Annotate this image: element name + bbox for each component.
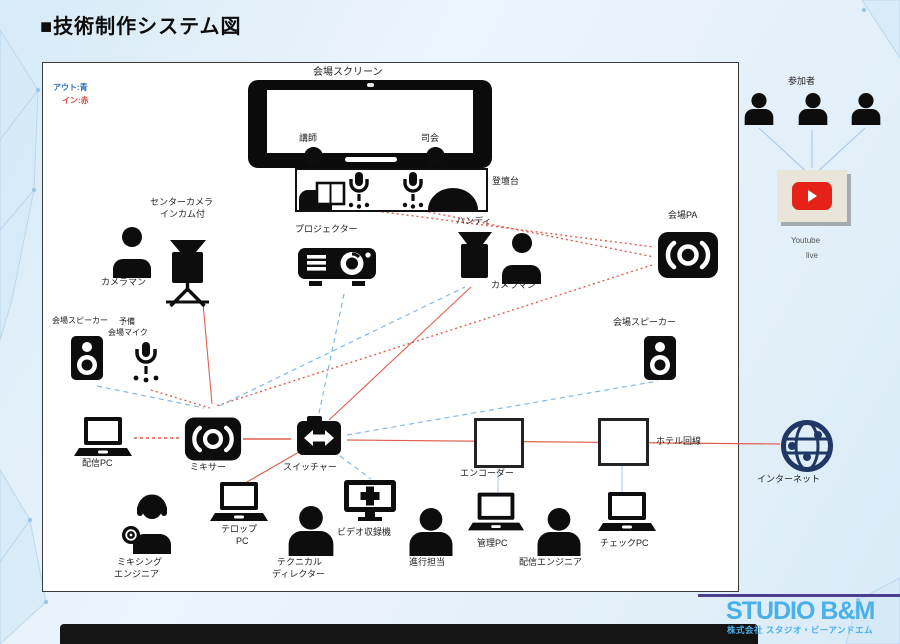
center-camera-label-1: センターカメラ [150,197,214,207]
camera-body [172,252,203,283]
switcher-label: スイッチャー [283,462,337,472]
youtube-label-1: Youtube [791,236,821,245]
moderator-label: 進行担当 [409,557,446,567]
video-recorder-icon [344,480,396,521]
camera-body [461,244,488,278]
youtube-play-icon [792,182,832,210]
lecturer-label: 講師 [299,133,318,143]
stream-engineer-label: 配信エンジニア [519,557,583,567]
company-name: 株式会社 スタジオ・ビーアンドエム [727,625,874,635]
studio-logo: STUDIO B&M [726,597,875,625]
video-recorder-label: ビデオ収録機 [337,527,392,537]
legend-in-red: イン:赤 [62,96,89,105]
encoder-box [474,418,524,468]
spare-mic-label-1: 予備 [119,317,135,326]
screen-surface [267,90,473,153]
technical-director-label-1: テクニカル [277,557,323,567]
telop-pc-label-1: テロップ [221,524,258,534]
mixing-engineer-label-1: ミキシング [117,557,163,567]
venue-pa-label: 会場PA [668,210,698,220]
right-speaker-icon [644,336,676,380]
switcher-icon [297,416,341,455]
youtube-logo [777,170,847,222]
mc-label: 司会 [421,133,440,143]
stream-pc-icon [74,417,132,456]
wire-viewer1-to-youtube [758,127,811,176]
podium-figures [299,172,478,210]
footer-divider [698,594,900,597]
viewer-icon [744,93,774,125]
podium-mic-icon [402,172,424,209]
stream-pc-label: 配信PC [82,458,113,468]
cameraman-body [113,259,151,278]
cameraman-head [122,227,142,247]
screen-notch [367,83,374,87]
mixing-engineer-icon [122,494,171,554]
center-camera-label-2: インカム付 [160,209,206,219]
person-head [142,499,162,519]
viewer-icon [851,93,881,125]
cameraman-head [512,233,532,253]
spare-mic-icon [133,342,159,383]
mixer-icon [184,417,242,461]
screen-slot [345,157,397,162]
person-body [133,534,171,554]
camera-funnel [458,232,492,244]
mc-head [426,147,445,166]
projector-icon [298,248,376,286]
venue-pa-icon [658,232,718,278]
technical-director-label-2: ディレクター [272,569,326,579]
cameraman-right-label: カメラマン [491,280,537,290]
camera-funnel [170,240,206,252]
telop-pc-icon [210,482,268,521]
handy-camera-label: ハンディ [456,216,492,226]
screen-label: 会場スクリーン [313,67,383,78]
cameraman-left-label: カメラマン [101,277,147,287]
left-speaker-icon [71,336,103,380]
podium-label: 登壇台 [492,176,520,186]
audience-label: 参加者 [788,76,816,86]
podium-mic-icon [348,172,370,209]
spare-mic-label-2: 会場マイク [108,328,148,337]
bottom-bar [60,624,758,644]
internet-label: インターネット [757,474,821,484]
headphones-icon [137,494,167,510]
mc-body [428,188,478,210]
center-camera-icon [113,227,209,308]
encoder-label: エンコーダー [460,468,515,478]
internet-globe-icon [781,420,833,472]
admin-pc-label: 管理PC [477,538,508,548]
technical-director-icon [288,506,334,556]
viewer-icon [798,93,828,125]
wire-viewer3-to-youtube [813,127,866,176]
legend-out-blue: アウト:青 [53,83,88,92]
telop-pc-label-2: PC [236,536,249,546]
cameraman-body [502,265,541,284]
hotel-line-label: ホテル回線 [656,436,702,446]
right-speaker-label: 会場スピーカー [613,317,677,327]
podium-box [295,168,488,212]
left-speaker-label: 会場スピーカー [52,316,108,325]
projector-label: プロジェクター [295,224,358,234]
mixing-engineer-label-2: エンジニア [114,569,160,579]
handy-camera-icon [458,232,541,284]
moderator-icon [409,508,453,556]
hotel-line-box [598,418,649,466]
check-pc-label: チェックPC [600,538,649,548]
youtube-label-2: live [806,251,819,260]
tripod-icon [166,283,209,308]
stream-engineer-icon [537,508,581,556]
venue-screen [248,80,492,168]
check-pc-icon [598,492,656,531]
admin-pc-icon [467,492,525,531]
page-title: ■技術制作システム図 [40,16,242,38]
mixer-label: ミキサー [190,462,227,472]
lecturer-head [304,147,323,166]
